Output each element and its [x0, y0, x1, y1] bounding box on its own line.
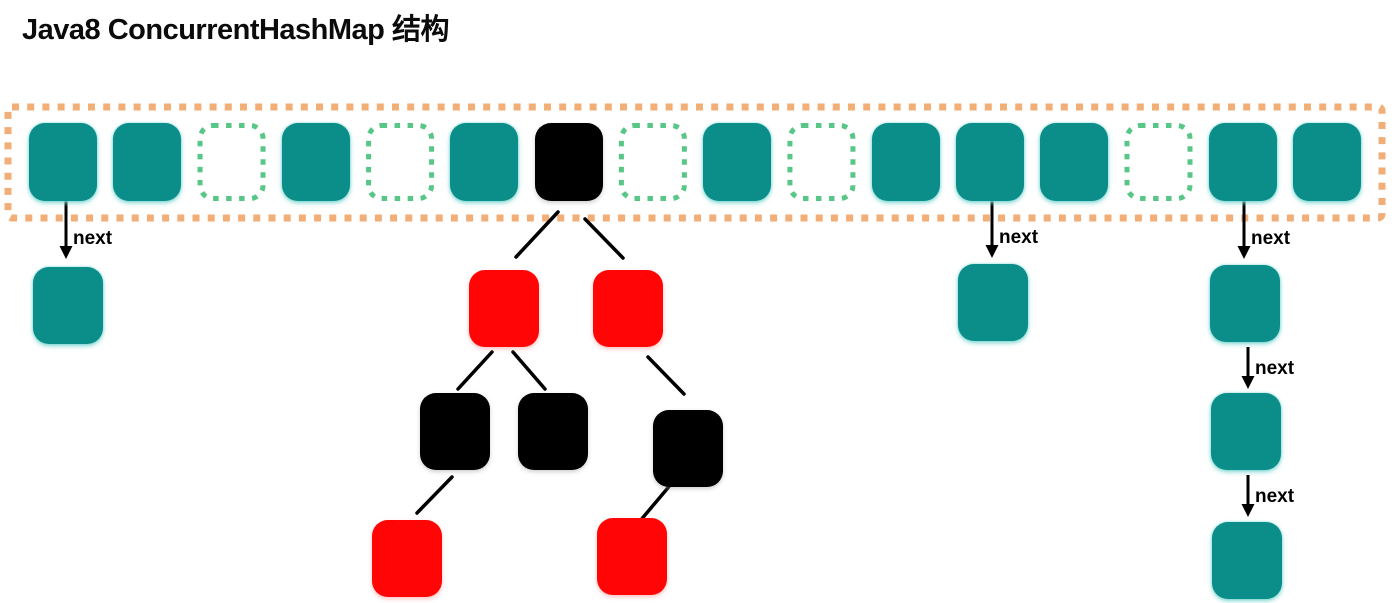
tree-edge — [415, 475, 454, 515]
array-cell-empty — [618, 123, 687, 201]
next-arrow-head — [1241, 504, 1255, 517]
tree-edge — [456, 350, 494, 391]
array-cell-empty — [197, 123, 266, 201]
tree-edge — [583, 217, 625, 260]
array-cell-empty — [366, 123, 435, 201]
tree-edge — [646, 355, 686, 396]
page-title: Java8 ConcurrentHashMap 结构 — [22, 14, 449, 46]
next-arrow-head — [1241, 376, 1255, 389]
tree-edge — [514, 210, 560, 259]
array-cell-empty — [787, 123, 856, 201]
tree-edge — [511, 350, 547, 391]
array-cell-empty — [1124, 123, 1193, 201]
bucket-array-border — [4, 103, 1386, 222]
next-arrow-head — [1237, 246, 1251, 259]
tree-edge — [638, 481, 674, 523]
next-arrow-head — [59, 246, 73, 259]
next-arrow-head — [985, 245, 999, 258]
